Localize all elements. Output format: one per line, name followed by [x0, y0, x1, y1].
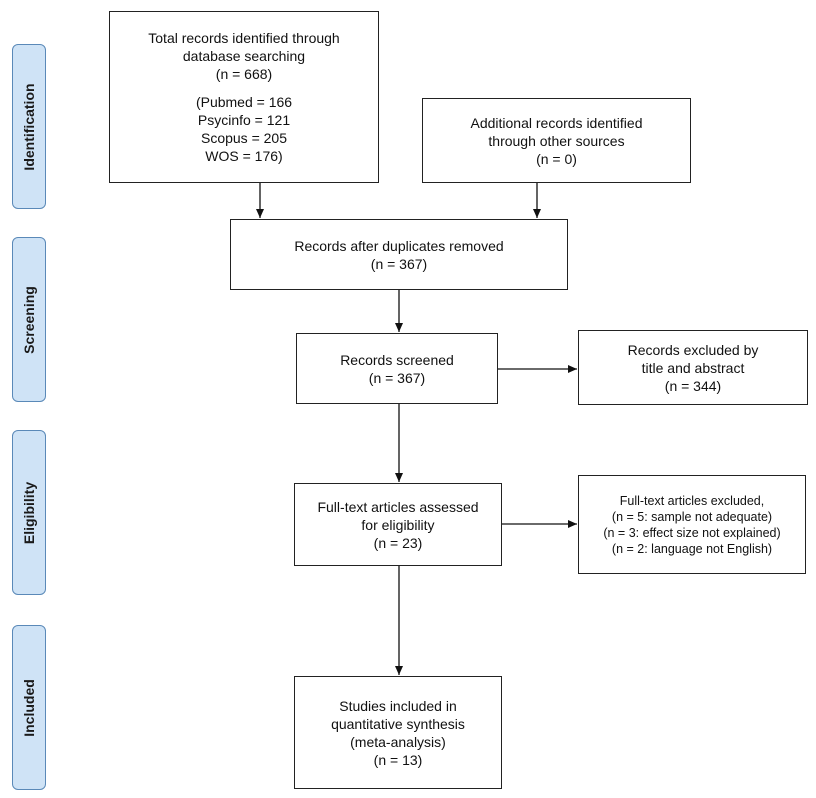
box-after-duplicates: Records after duplicates removed (n = 36…: [230, 219, 568, 290]
excluded-reason-effect-size: (n = 3: effect size not explained): [603, 525, 781, 540]
database-source-wos: WOS = 176): [205, 148, 283, 164]
excluded-reason-language: (n = 2: language not English): [611, 541, 773, 556]
excluded-reason-sample: (n = 5: sample not adequate): [611, 509, 773, 524]
box-database-records: Total records identified through databas…: [109, 11, 379, 183]
box-records-screened: Records screened (n = 367): [296, 333, 498, 404]
box-fulltext-assessed: Full-text articles assessed for eligibil…: [294, 483, 502, 566]
phase-screening: Screening: [12, 237, 46, 402]
box-fulltext-excluded: Full-text articles excluded, (n = 5: sam…: [578, 475, 806, 574]
included-line2: quantitative synthesis: [331, 715, 465, 732]
included-count: (n = 13): [373, 751, 423, 768]
other-line2: through other sources: [488, 132, 625, 149]
database-source-psycinfo: Psycinfo = 121: [197, 112, 291, 128]
phase-screening-label: Screening: [21, 285, 37, 354]
excluded-title-line1: Records excluded by: [627, 341, 759, 358]
phase-eligibility: Eligibility: [12, 430, 46, 595]
dedup-line1: Records after duplicates removed: [294, 237, 504, 254]
fulltext-count: (n = 23): [373, 534, 423, 551]
included-line1: Studies included in: [339, 697, 457, 714]
database-line2: database searching: [182, 48, 306, 64]
dedup-count: (n = 367): [370, 255, 428, 272]
box-excluded-title-abstract: Records excluded by title and abstract (…: [578, 330, 808, 405]
database-line1: Total records identified through: [148, 30, 340, 46]
fulltext-line1: Full-text articles assessed: [317, 498, 479, 515]
excluded-title-count: (n = 344): [664, 377, 722, 394]
database-count: (n = 668): [215, 66, 273, 82]
phase-identification: Identification: [12, 44, 46, 209]
other-line1: Additional records identified: [470, 114, 643, 131]
other-count: (n = 0): [536, 150, 577, 167]
phase-eligibility-label: Eligibility: [21, 481, 37, 544]
database-source-scopus: Scopus = 205: [200, 130, 287, 146]
fulltext-line2: for eligibility: [361, 516, 435, 533]
screened-count: (n = 367): [368, 369, 426, 386]
phase-included-label: Included: [21, 678, 37, 737]
included-line3: (meta-analysis): [350, 733, 446, 750]
database-source-pubmed: (Pubmed = 166: [195, 94, 293, 110]
phase-included: Included: [12, 625, 46, 790]
excluded-title-line2: title and abstract: [641, 359, 745, 376]
screened-line1: Records screened: [340, 351, 454, 368]
phase-identification-label: Identification: [21, 82, 37, 171]
box-other-records: Additional records identified through ot…: [422, 98, 691, 183]
excluded-fulltext-line1: Full-text articles excluded,: [619, 493, 765, 508]
box-studies-included: Studies included in quantitative synthes…: [294, 676, 502, 789]
